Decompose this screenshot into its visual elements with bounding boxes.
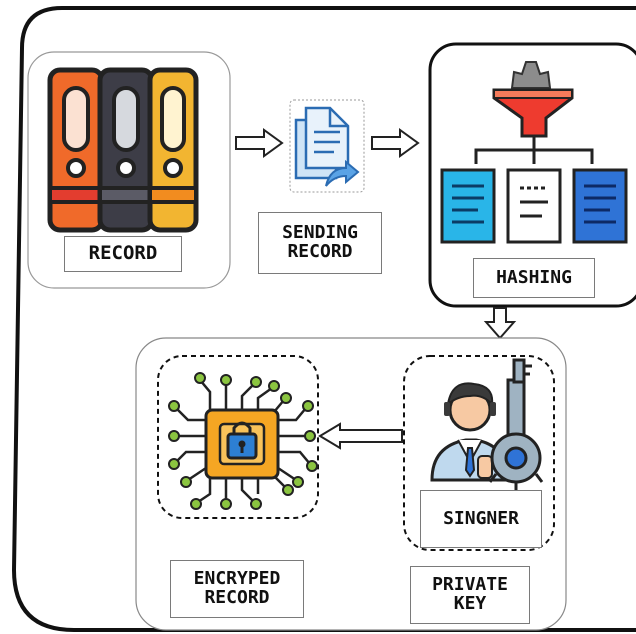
sending-record-label: SENDING RECORD <box>258 212 382 274</box>
hash-funnel-icon <box>440 61 628 244</box>
signer-person-icon <box>430 382 510 482</box>
arrow-signer-to-encrypted <box>318 422 403 450</box>
outer-frame <box>11 6 636 632</box>
lock-icon <box>226 421 258 460</box>
arrow-record-to-sending <box>235 128 284 158</box>
private-key-label: PRIVATE KEY <box>410 566 530 624</box>
arrow-sending-to-hashing <box>371 128 420 158</box>
encrypted-record-label: ENCRYPED RECORD <box>170 560 304 618</box>
binders-icon <box>47 67 199 233</box>
document-send-icon <box>294 106 360 187</box>
hashing-label: HASHING <box>473 258 595 298</box>
circuit-nodes <box>168 372 318 510</box>
key-icon <box>488 358 544 490</box>
arrow-hashing-to-signer <box>483 307 517 340</box>
signer-label: SINGNER <box>420 490 542 548</box>
record-label: RECORD <box>64 236 182 272</box>
